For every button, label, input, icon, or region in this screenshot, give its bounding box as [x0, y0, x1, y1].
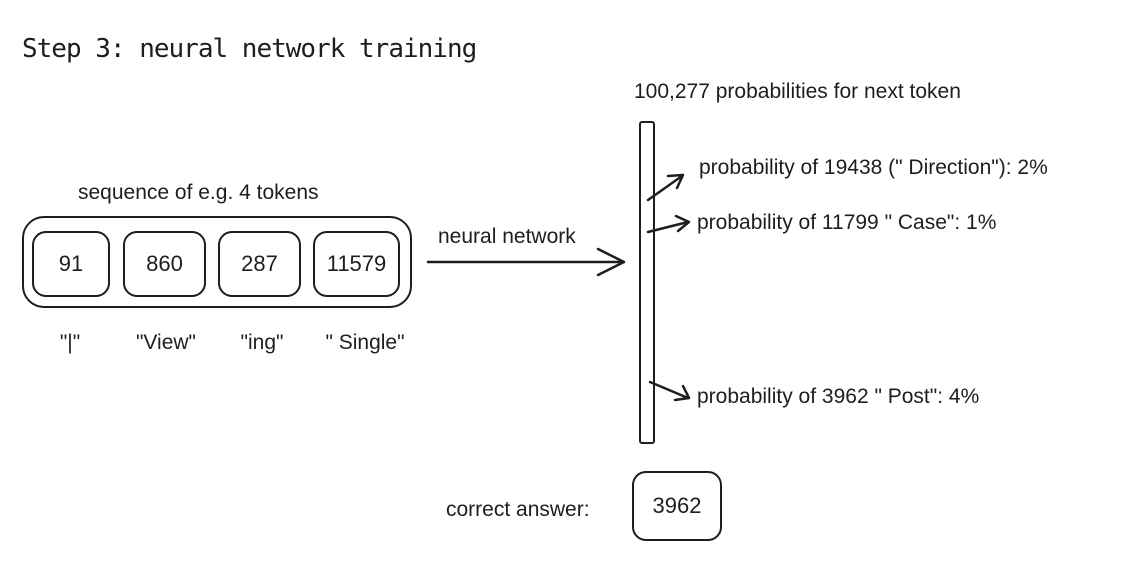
token-text-1: "|": [59, 331, 81, 354]
token-box-2: 860: [123, 231, 206, 297]
probability-arrow-1: [646, 173, 685, 202]
token-box-3: 287: [218, 231, 301, 297]
probability-item-1: probability of 19438 (" Direction"): 2%: [699, 156, 1048, 179]
token-box-1: 91: [32, 231, 110, 297]
correct-answer-box: 3962: [632, 471, 722, 541]
correct-answer-label: correct answer:: [446, 498, 590, 521]
token-text-2: "View": [135, 331, 197, 354]
diagram-title: Step 3: neural network training: [22, 34, 477, 64]
token-sequence-box: [22, 216, 412, 308]
token-box-4: 11579: [313, 231, 400, 297]
probability-item-3: probability of 3962 " Post": 4%: [697, 385, 980, 408]
probability-arrow-3: [648, 380, 691, 402]
probability-arrow-2: [646, 214, 691, 234]
neural-network-label: neural network: [438, 225, 576, 248]
token-text-4: " Single": [325, 331, 405, 354]
sequence-caption: sequence of e.g. 4 tokens: [78, 181, 319, 204]
probabilities-caption: 100,277 probabilities for next token: [634, 80, 961, 103]
token-text-3: "ing": [240, 331, 284, 354]
probability-bar: [639, 121, 655, 444]
network-arrow: [426, 247, 626, 277]
probability-item-2: probability of 11799 " Case": 1%: [697, 211, 997, 234]
